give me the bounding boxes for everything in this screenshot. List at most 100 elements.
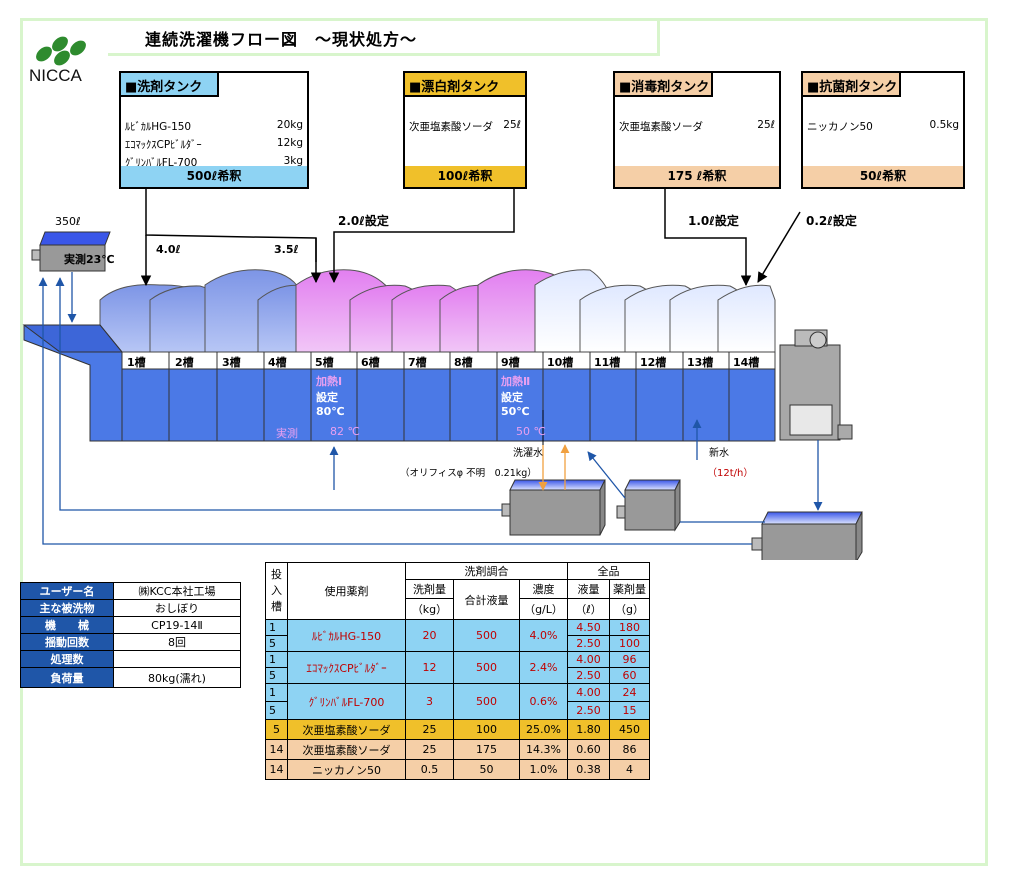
bath-cell: 1 (265, 651, 288, 668)
bath-label: 14槽 (733, 356, 760, 369)
agent-cell: 100 (609, 635, 650, 652)
dose-bath4-label: 3.5ℓ (274, 243, 299, 256)
header-chemical: 使用薬剤 (287, 562, 406, 620)
bath-label: 2槽 (175, 356, 194, 369)
bath-label: 7槽 (408, 356, 427, 369)
amount-cell: 3 (405, 683, 454, 720)
agent-cell: 86 (609, 739, 650, 760)
detergent-item-name: ｴｺﾏｯｸｽCPﾋﾞﾙﾀﾞｰ (125, 139, 202, 151)
bath-cell: 5 (265, 701, 288, 720)
agent-cell: 60 (609, 667, 650, 684)
table-row: 1 ｴｺﾏｯｸｽCPﾋﾞﾙﾀﾞｰ 12 500 2.4% 4.00 96 (265, 651, 650, 684)
orifice-label: （オリフィスφ 不明 0.21kg） (400, 468, 537, 479)
heat1-actual: 82 ℃ (330, 425, 360, 438)
liquid-cell: 4.00 (567, 651, 610, 668)
heat1-temp: 80℃ (316, 405, 345, 418)
info-value: 8回 (113, 633, 241, 651)
disinfect-set-label: 1.0ℓ設定 (688, 214, 739, 228)
header-full: 全品 (567, 562, 650, 580)
table-row: 14 次亜塩素酸ソーダ 25 175 14.3% 0.60 86 (265, 739, 650, 760)
bath-label: 8槽 (454, 356, 473, 369)
info-key: 処理数 (20, 650, 114, 668)
detergent-item-amount: 20kg (276, 119, 303, 131)
agent-cell: 24 (609, 683, 650, 702)
info-value: おしぼり (113, 599, 241, 617)
total-cell: 500 (453, 651, 520, 684)
info-value: CP19-14Ⅱ (113, 616, 241, 634)
bath-label: 6槽 (361, 356, 380, 369)
chemical-name: 次亜塩素酸ソーダ (287, 739, 406, 760)
liquid-cell: 2.50 (567, 667, 610, 684)
header-bath: 投入槽 (265, 562, 288, 620)
header-agent: 薬剤量 (609, 579, 650, 599)
header-liquid: 液量 (567, 579, 610, 599)
amount-cell: 25 (405, 739, 454, 760)
total-cell: 500 (453, 683, 520, 720)
table-row: 主な被洗物おしぼり (20, 599, 241, 617)
liquid-cell: 0.60 (567, 739, 610, 760)
total-cell: 50 (453, 759, 520, 780)
amount-cell: 25 (405, 719, 454, 740)
bleach-set-label: 2.0ℓ設定 (338, 214, 389, 228)
liquid-cell: 0.38 (567, 759, 610, 780)
header-conc-unit: （g/L） (519, 598, 568, 620)
conc-cell: 4.0% (519, 619, 568, 652)
disinfect-dilution: 175 ℓ希釈 (615, 166, 779, 187)
bleach-item-name: 次亜塩素酸ソーダ (409, 121, 493, 133)
antibac-set-label: 0.2ℓ設定 (806, 214, 857, 228)
conc-cell: 1.0% (519, 759, 568, 780)
nicca-logo-text: NICCA (29, 66, 82, 85)
heat1-set: 設定 (316, 391, 338, 404)
info-key: 負荷量 (20, 667, 114, 688)
bath-cell: 1 (265, 619, 288, 636)
table-row: ユーザー名㈱KCC本社工場 (20, 582, 241, 600)
bath-label: 9槽 (501, 356, 520, 369)
agent-cell: 450 (609, 719, 650, 740)
antibac-dilution: 50ℓ希釈 (803, 166, 963, 187)
heat2-set: 設定 (501, 391, 523, 404)
heat2-temp: 50℃ (501, 405, 530, 418)
agent-cell: 15 (609, 701, 650, 720)
detergent-dilution: 500ℓ希釈 (121, 166, 307, 187)
antibac-item-name: ニッカノン50 (807, 121, 873, 133)
detergent-item-amount: 3kg (283, 155, 303, 167)
info-value (113, 650, 241, 668)
chemical-name: ニッカノン50 (287, 759, 406, 780)
agent-cell: 4 (609, 759, 650, 780)
nicca-leaf-icon (36, 36, 86, 66)
bath-label: 4槽 (268, 356, 287, 369)
outer-frame (20, 18, 988, 866)
inlet-tank-volume: 350ℓ (55, 215, 81, 228)
info-value: ㈱KCC本社工場 (113, 582, 241, 600)
detergent-item-amount: 12kg (276, 137, 303, 149)
inlet-tank-temp: 実測23℃ (64, 253, 115, 266)
disinfect-item-name: 次亜塩素酸ソーダ (619, 121, 703, 133)
bath-cell: 5 (265, 635, 288, 652)
chemical-name: 次亜塩素酸ソーダ (287, 719, 406, 740)
chemical-name: ｴｺﾏｯｸｽCPﾋﾞﾙﾀﾞｰ (287, 651, 406, 684)
info-key: 揺動回数 (20, 633, 114, 651)
header-amount: 洗剤量 (405, 579, 454, 599)
measured-label: 実測 (276, 427, 298, 440)
info-key: ユーザー名 (20, 582, 114, 600)
bath-label: 11槽 (594, 356, 621, 369)
conc-cell: 0.6% (519, 683, 568, 720)
dose-bath1-label: 4.0ℓ (156, 243, 181, 256)
antibac-item-amount: 0.5kg (929, 119, 959, 131)
disinfect-tank-title: ■消毒剤タンク (613, 71, 713, 97)
bath-label: 13槽 (687, 356, 714, 369)
chemical-name: ｸﾞﾘﾝﾊﾞﾙFL-700 (287, 683, 406, 720)
header-mix: 洗剤調合 (405, 562, 568, 580)
washer-flow-diagram (22, 189, 863, 560)
heat2-label: 加熱Ⅱ (501, 375, 531, 388)
info-value: 80kg(濡れ) (113, 667, 241, 688)
heat2-actual: 50 ℃ (516, 425, 546, 438)
bleach-tank-title: ■漂白剤タンク (403, 71, 527, 97)
